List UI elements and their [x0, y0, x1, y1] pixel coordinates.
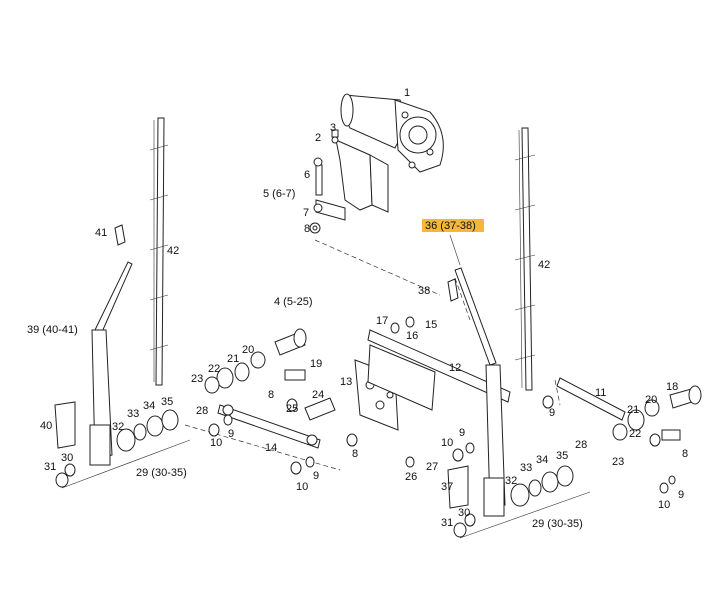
callout-27: 27 [426, 461, 438, 473]
callout-34-right: 34 [536, 454, 548, 466]
callout-14: 14 [265, 442, 277, 454]
callout-8-lower: 8 [352, 448, 358, 460]
right-washer-stack [452, 442, 591, 539]
crank-pin [286, 397, 336, 421]
callout-8-top: 8 [304, 223, 310, 235]
callout-4: 4 (5-25) [274, 296, 313, 308]
left-wiper-arm [54, 224, 133, 466]
left-spindle-assembly [204, 328, 307, 394]
right-wiper-arm [447, 267, 506, 517]
callout-5: 5 (6-7) [263, 188, 295, 200]
callout-23-left: 23 [191, 373, 203, 385]
callout-labels: 1 3 2 6 5 (6-7) 7 8 36 (37-38) 41 42 42 … [27, 87, 688, 530]
callout-3: 3 [330, 122, 336, 134]
callout-2: 2 [315, 132, 321, 144]
callout-9-right: 9 [678, 489, 684, 501]
callout-34-left: 34 [143, 400, 155, 412]
callout-25: 25 [286, 403, 298, 415]
callout-23-right: 23 [612, 456, 624, 468]
callout-18: 18 [666, 381, 678, 393]
callout-26: 26 [405, 471, 417, 483]
callout-22-right: 22 [629, 428, 641, 440]
callout-30-left: 30 [61, 452, 73, 464]
callout-42-right: 42 [538, 259, 550, 271]
link-rod-right [542, 377, 661, 447]
callout-21-left: 21 [227, 353, 239, 365]
callout-17: 17 [376, 315, 388, 327]
left-wiper-blade [149, 117, 169, 386]
motor-bracket [309, 129, 389, 234]
callout-12: 12 [449, 362, 461, 374]
callout-10-right: 10 [658, 499, 670, 511]
callout-9-mid: 9 [459, 427, 465, 439]
callout-33-left: 33 [127, 408, 139, 420]
callout-33-right: 33 [520, 462, 532, 474]
callout-42-left: 42 [167, 245, 179, 257]
right-spindle-assembly [612, 385, 702, 494]
callout-13: 13 [340, 376, 352, 388]
callout-16: 16 [406, 330, 418, 342]
callout-1: 1 [404, 87, 410, 99]
callout-30-right: 30 [458, 507, 470, 519]
callout-32-right: 32 [505, 475, 517, 487]
callout-31-left: 31 [44, 461, 56, 473]
callout-15: 15 [425, 319, 437, 331]
callout-24: 24 [312, 389, 324, 401]
callout-41: 41 [95, 227, 107, 239]
right-wiper-blade [514, 127, 536, 391]
callout-9-left-b: 9 [313, 470, 319, 482]
callout-28-right: 28 [575, 439, 587, 451]
callout-36: 36 (37-38) [425, 220, 476, 232]
callout-7: 7 [303, 207, 309, 219]
callout-10-left-a: 10 [210, 437, 222, 449]
callout-29-right: 29 (30-35) [532, 518, 583, 530]
link-bar-main [367, 316, 511, 411]
callout-37: 37 [441, 481, 453, 493]
callout-9-right-mid: 9 [549, 407, 555, 419]
highlight-marker [422, 219, 484, 232]
callout-20-left: 20 [242, 344, 254, 356]
link-rod-left [208, 404, 321, 475]
callout-31-right: 31 [441, 517, 453, 529]
callout-8-right: 8 [682, 448, 688, 460]
callout-39: 39 (40-41) [27, 324, 78, 336]
callout-28-left: 28 [196, 405, 208, 417]
callout-10-left-b: 10 [296, 481, 308, 493]
callout-29-left: 29 (30-35) [136, 467, 187, 479]
callout-40: 40 [40, 420, 52, 432]
left-washer-stack [55, 409, 191, 489]
callout-11: 11 [595, 387, 606, 399]
callout-10-mid: 10 [441, 437, 453, 449]
callout-8-mid: 8 [268, 389, 274, 401]
callout-22-left: 22 [208, 363, 220, 375]
callout-9-left-a: 9 [228, 428, 234, 440]
callout-20-right: 20 [645, 394, 657, 406]
wiper-motor [340, 93, 444, 173]
callout-19: 19 [310, 358, 322, 370]
callout-35-left: 35 [161, 396, 173, 408]
callout-35-right: 35 [556, 450, 568, 462]
callout-6: 6 [304, 169, 310, 181]
callout-32-left: 32 [112, 421, 124, 433]
callout-38: 38 [418, 285, 430, 297]
callout-21-right: 21 [627, 404, 639, 416]
